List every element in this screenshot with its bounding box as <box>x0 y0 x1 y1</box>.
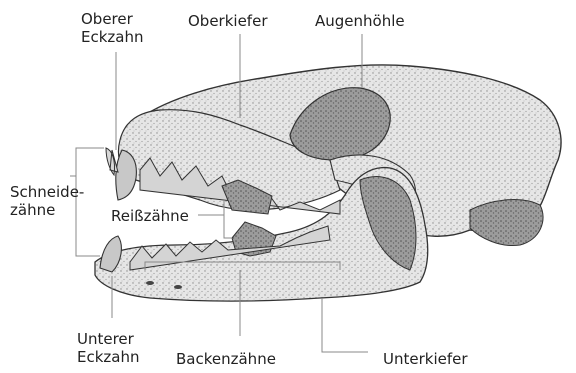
label-schneidezaehne: Schneide- zähne <box>10 183 84 219</box>
label-reisszaehne: Reißzähne <box>111 207 189 225</box>
foramen-2 <box>174 285 182 289</box>
label-augenhoehle: Augenhöhle <box>315 12 405 30</box>
label-oberer-eckzahn-line1: Oberer <box>81 10 144 28</box>
label-unterer-eckzahn-line2: Eckzahn <box>77 348 140 366</box>
label-schneidezaehne-line2: zähne <box>10 201 84 219</box>
label-unterkiefer: Unterkiefer <box>383 350 468 368</box>
label-oberkiefer: Oberkiefer <box>188 12 267 30</box>
label-schneidezaehne-line1: Schneide- <box>10 183 84 201</box>
foramen-1 <box>146 281 154 285</box>
upper-incisors <box>106 148 118 175</box>
label-oberer-eckzahn-line2: Eckzahn <box>81 28 144 46</box>
occipital-dark <box>470 200 543 246</box>
label-unterer-eckzahn: Unterer Eckzahn <box>77 330 140 366</box>
label-backenzaehne: Backenzähne <box>176 350 276 368</box>
label-unterer-eckzahn-line1: Unterer <box>77 330 140 348</box>
label-oberer-eckzahn: Oberer Eckzahn <box>81 10 144 46</box>
upper-canine <box>116 150 137 200</box>
